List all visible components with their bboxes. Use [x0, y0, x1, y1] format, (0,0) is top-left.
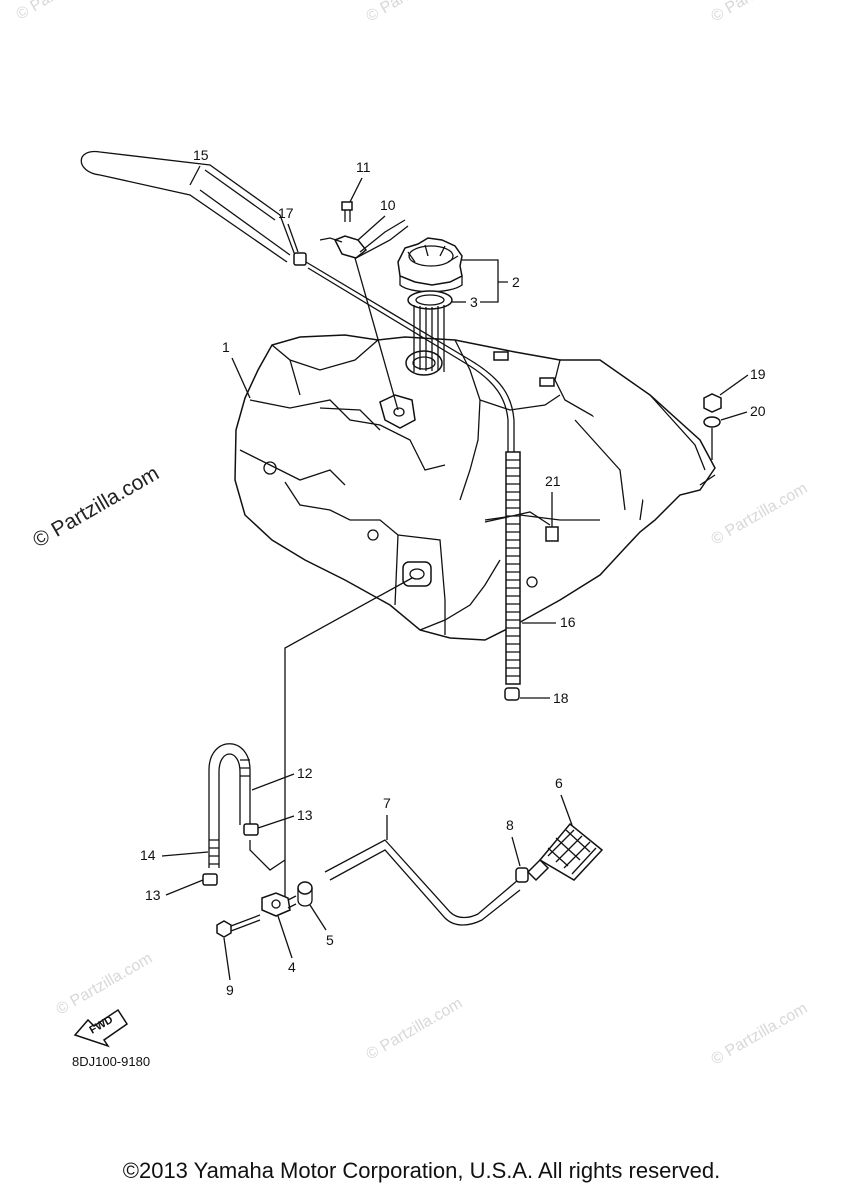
callout-1: 1 — [222, 339, 230, 355]
callout-18: 18 — [553, 690, 569, 706]
callout-19: 19 — [750, 366, 766, 382]
callout-20: 20 — [750, 403, 766, 419]
callout-6: 6 — [555, 775, 563, 791]
fuel-tank — [234, 334, 716, 641]
watermark-text: © Partzilla.com — [14, 0, 116, 23]
watermark-text: © Partzilla.com — [54, 950, 156, 1019]
callout-8: 8 — [506, 817, 514, 833]
watermark-text: © Partzilla.com — [709, 0, 811, 25]
fuel-filter — [526, 822, 604, 882]
hose-cap — [504, 687, 520, 701]
callout-14: 14 — [140, 847, 156, 863]
callout-17: 17 — [278, 205, 294, 221]
filler-cap — [397, 237, 463, 293]
leader-line — [249, 840, 286, 871]
fuel-pipe — [324, 839, 519, 919]
fuel-cock — [261, 892, 297, 917]
watermark-text: © Partzilla.com — [364, 0, 466, 25]
callout-10: 10 — [380, 197, 396, 213]
fuel-hose-loop — [208, 743, 251, 868]
breather-hose — [505, 451, 521, 685]
watermark-text: © Partzilla.com — [709, 480, 811, 549]
diagram-code: 8DJ100-9180 — [72, 1054, 150, 1069]
callout-4: 4 — [288, 959, 296, 975]
callout-16: 16 — [560, 614, 576, 630]
callout-11: 11 — [356, 159, 371, 175]
callout-2: 2 — [512, 274, 520, 290]
leader-line — [354, 257, 399, 411]
hose-clip — [293, 252, 307, 266]
leader-line — [284, 577, 413, 900]
callouts: 1 2 3 4 5 6 7 8 9 10 11 12 13 13 14 15 1 — [140, 147, 766, 998]
bracket-fitting — [319, 219, 409, 259]
parts-diagram: © Partzilla.com © Partzilla.com © Partzi… — [14, 0, 811, 1069]
watermark-text: © Partzilla.com — [364, 995, 466, 1064]
nut — [703, 393, 722, 413]
callout-13a: 13 — [297, 807, 313, 823]
pipe-clamp — [297, 881, 313, 907]
callout-12: 12 — [297, 765, 313, 781]
pipe-clip — [515, 867, 529, 883]
hose-clamp — [202, 873, 218, 886]
callout-7: 7 — [383, 795, 391, 811]
hose-clamp — [243, 823, 259, 836]
vent-hose — [80, 150, 297, 263]
partzilla-watermark: © Partzilla.com — [29, 462, 163, 553]
bolt — [216, 914, 261, 938]
callout-13b: 13 — [145, 887, 161, 903]
callout-15: 15 — [193, 147, 209, 163]
washer — [703, 416, 721, 460]
callout-21: 21 — [545, 473, 561, 489]
filler-gasket — [407, 290, 453, 310]
watermark-text: © Partzilla.com — [709, 1000, 811, 1069]
copyright-notice: ©2013 Yamaha Motor Corporation, U.S.A. A… — [122, 1158, 721, 1183]
bolt-top — [341, 201, 353, 222]
callout-3: 3 — [470, 294, 478, 310]
breather-line — [305, 261, 515, 455]
callout-5: 5 — [326, 932, 334, 948]
callout-9: 9 — [226, 982, 234, 998]
fwd-arrow: FWD — [73, 1008, 129, 1048]
filler-neck — [413, 305, 445, 372]
